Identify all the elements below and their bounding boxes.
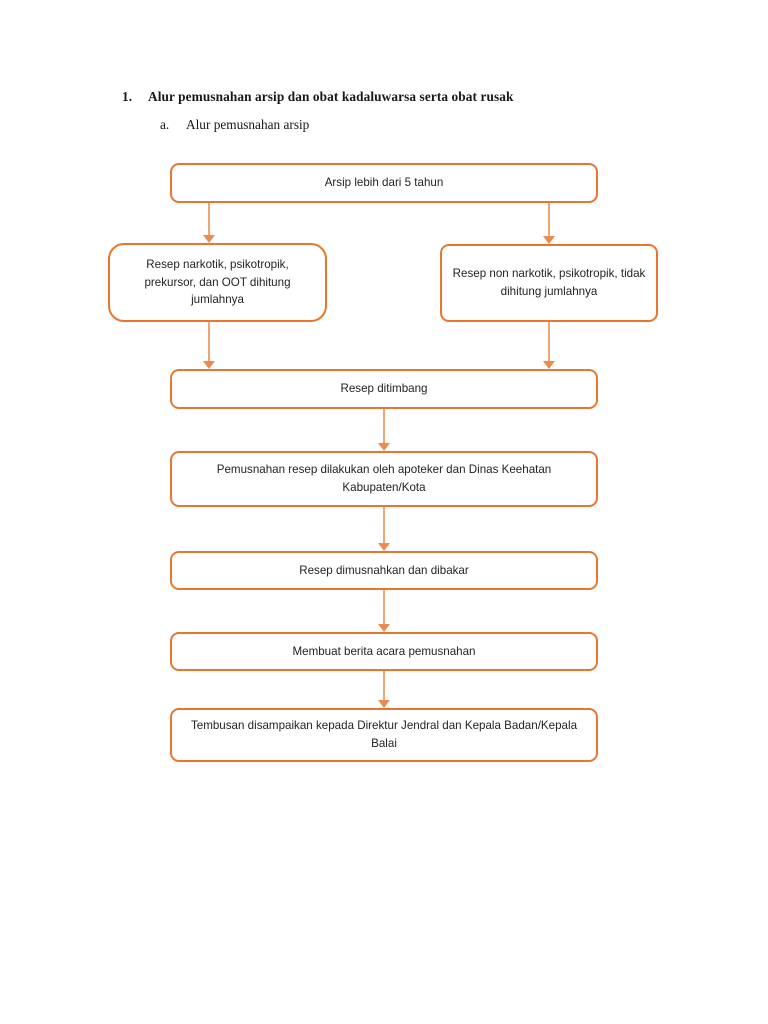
- arrow-head-icon: [378, 700, 390, 708]
- flow-node-arsip: Arsip lebih dari 5 tahun: [170, 163, 598, 203]
- page-title-text: Alur pemusnahan arsip dan obat kadaluwar…: [148, 89, 514, 104]
- flow-arrow-narkotik-to-ditimbang: [203, 322, 215, 369]
- arrow-stem: [383, 671, 385, 701]
- arrow-stem: [548, 322, 550, 362]
- flow-arrow-dibakar-to-berita: [378, 590, 390, 632]
- flow-arrow-arsip-to-narkotik: [203, 203, 215, 243]
- arrow-stem: [208, 322, 210, 362]
- flow-arrow-pemusnahan-to-dibakar: [378, 507, 390, 551]
- arrow-stem: [208, 203, 210, 236]
- flow-node-nonnarkotik: Resep non narkotik, psikotropik, tidak d…: [440, 244, 658, 322]
- arrow-stem: [383, 409, 385, 444]
- flow-node-pemusnahan: Pemusnahan resep dilakukan oleh apoteker…: [170, 451, 598, 507]
- subsection-heading: a. Alur pemusnahan arsip: [160, 117, 680, 133]
- flow-node-ditimbang: Resep ditimbang: [170, 369, 598, 409]
- list-marker-a: a.: [160, 117, 170, 132]
- flow-arrow-arsip-to-nonnarkotik: [543, 203, 555, 244]
- arrow-head-icon: [203, 235, 215, 243]
- flow-arrow-nonnarkotik-to-ditimbang: [543, 322, 555, 369]
- arrow-head-icon: [378, 443, 390, 451]
- page-title: 1. Alur pemusnahan arsip dan obat kadaluw…: [122, 89, 682, 105]
- subsection-heading-text: Alur pemusnahan arsip: [186, 117, 310, 132]
- arrow-head-icon: [203, 361, 215, 369]
- arrow-head-icon: [378, 543, 390, 551]
- arrow-head-icon: [378, 624, 390, 632]
- flow-arrow-berita-to-tembusan: [378, 671, 390, 708]
- arrow-head-icon: [543, 236, 555, 244]
- flow-node-dibakar: Resep dimusnahkan dan dibakar: [170, 551, 598, 590]
- flow-arrow-ditimbang-to-pemusnahan: [378, 409, 390, 451]
- list-marker-1: 1.: [122, 89, 133, 104]
- arrow-stem: [383, 507, 385, 544]
- arrow-head-icon: [543, 361, 555, 369]
- arrow-stem: [383, 590, 385, 625]
- arrow-stem: [548, 203, 550, 237]
- flow-node-berita-acara: Membuat berita acara pemusnahan: [170, 632, 598, 671]
- flow-node-tembusan: Tembusan disampaikan kepada Direktur Jen…: [170, 708, 598, 762]
- flow-node-narkotik: Resep narkotik, psikotropik, prekursor, …: [108, 243, 327, 322]
